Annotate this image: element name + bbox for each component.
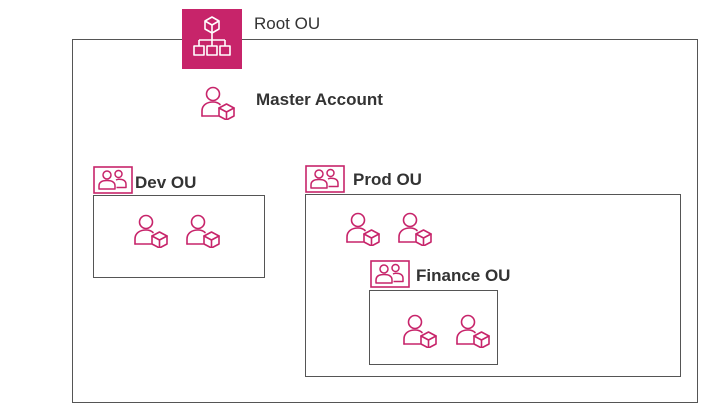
root-ou-container (72, 39, 698, 403)
prod-ou-container (305, 194, 681, 377)
finance-ou-container (369, 290, 498, 365)
master-account-label: Master Account (256, 90, 383, 109)
dev-ou-icon (93, 166, 133, 194)
prod-ou-icon (305, 165, 345, 193)
dev-account-icon-2 (186, 214, 220, 248)
dev-account-icon-1 (134, 214, 168, 248)
dev-ou-container (93, 195, 265, 278)
master-account-icon (201, 86, 235, 120)
finance-account-icon-2 (456, 314, 490, 348)
finance-ou-label: Finance OU (416, 266, 511, 285)
prod-account-icon-1 (346, 212, 380, 246)
prod-ou-label: Prod OU (353, 170, 422, 189)
root-ou-label: Root OU (254, 14, 321, 33)
dev-ou-label: Dev OU (135, 173, 197, 192)
finance-account-icon-1 (403, 314, 437, 348)
finance-ou-icon (370, 260, 410, 288)
prod-account-icon-2 (398, 212, 432, 246)
organization-icon (182, 9, 242, 69)
